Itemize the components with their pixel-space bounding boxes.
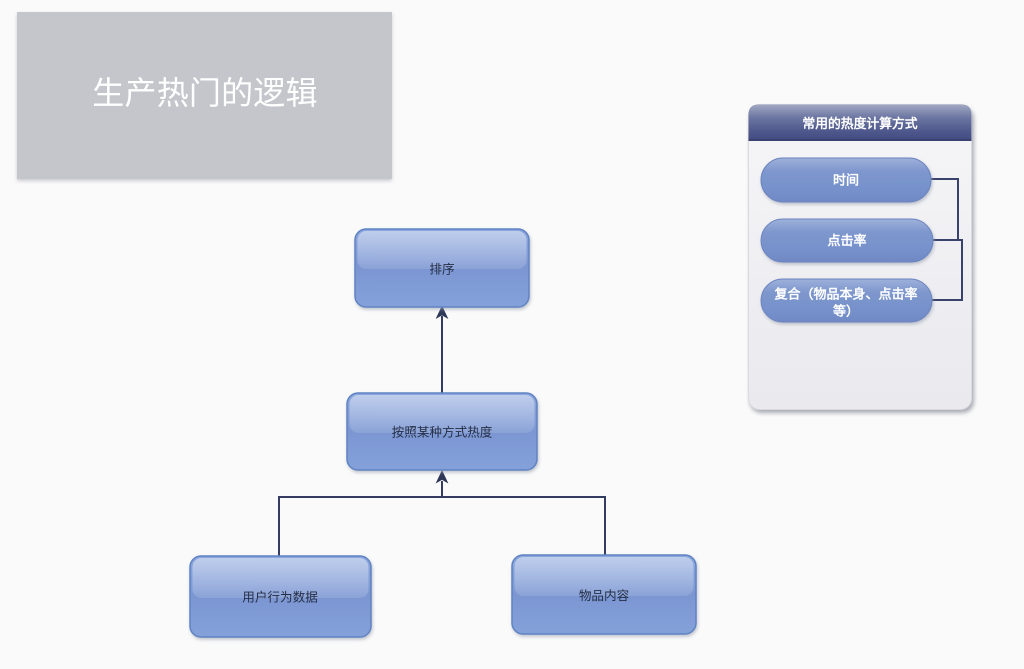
svg-text:等）: 等） — [832, 304, 859, 319]
svg-text:排序: 排序 — [429, 263, 454, 277]
svg-text:按照某种方式热度: 按照某种方式热度 — [392, 425, 493, 440]
svg-text:用户行为数据: 用户行为数据 — [242, 590, 318, 605]
svg-text:物品内容: 物品内容 — [579, 588, 630, 603]
svg-text:常用的热度计算方式: 常用的热度计算方式 — [802, 116, 917, 131]
svg-text:点击率: 点击率 — [827, 233, 866, 248]
svg-text:时间: 时间 — [833, 173, 859, 188]
svg-text:复合（物品本身、点击率: 复合（物品本身、点击率 — [773, 287, 917, 302]
svg-text:生产热门的逻辑: 生产热门的逻辑 — [92, 75, 317, 111]
